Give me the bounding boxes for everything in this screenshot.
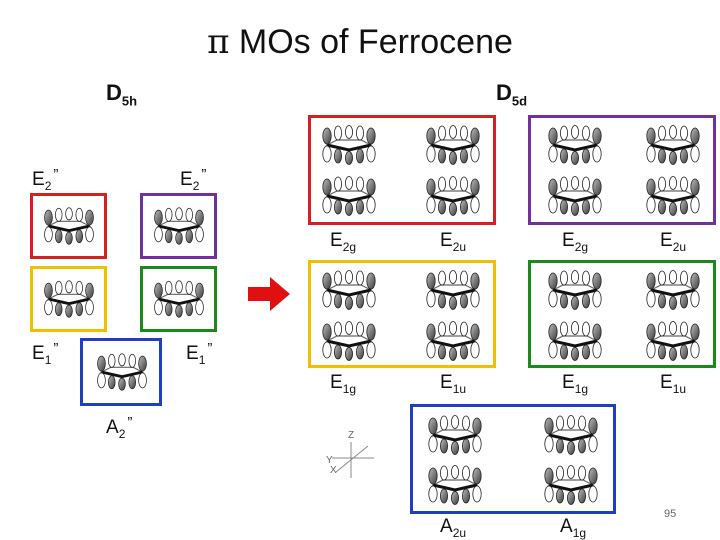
d5h-label: D5h — [106, 80, 138, 109]
label-e2g-1: E2g — [330, 230, 357, 254]
label-e1g-1: E1g — [330, 372, 357, 396]
d5d-label: D5d — [496, 80, 528, 109]
box-e2g — [308, 115, 496, 225]
mo-e1u-c — [643, 268, 703, 312]
coordinate-axes-icon — [332, 442, 374, 478]
mo-e2u-a — [423, 123, 483, 167]
right-arrow-icon — [248, 277, 290, 311]
axis-y-label: Y — [326, 455, 333, 466]
box-a2 — [80, 338, 162, 406]
label-e2-left: E2” — [32, 166, 59, 193]
box-e2-left — [30, 193, 107, 259]
mo-e2g-a — [319, 123, 379, 167]
label-e2u-1: E2u — [440, 230, 467, 254]
box-e1-left — [30, 266, 107, 332]
mo-e1-left — [41, 278, 97, 320]
mo-e1g-d — [545, 319, 605, 363]
mo-e2g-d — [545, 174, 605, 218]
label-e1-right: E1” — [186, 340, 213, 367]
page-title: π MOs of Ferrocene — [0, 22, 720, 62]
mo-e1u-b — [423, 319, 483, 363]
box-e2-right — [140, 193, 217, 259]
label-e1u-1: E1u — [440, 372, 467, 396]
mo-a2u-b — [425, 463, 485, 507]
axis-z-label: Z — [348, 430, 355, 441]
page-number: 95 — [664, 508, 677, 520]
pi-symbol: π — [207, 22, 230, 62]
label-e2-right: E2” — [180, 166, 207, 193]
mo-e1g-c — [545, 268, 605, 312]
label-e1u-2: E1u — [660, 372, 687, 396]
label-a2: A2” — [106, 414, 133, 441]
label-e2g-2: E2g — [562, 230, 589, 254]
label-e1-left: E1” — [32, 340, 59, 367]
mo-e1u-d — [643, 319, 703, 363]
box-e1-right — [140, 266, 217, 332]
mo-e1g-a — [319, 268, 379, 312]
mo-e1u-a — [423, 268, 483, 312]
label-a1g: A1g — [560, 516, 587, 540]
mo-e2-left — [41, 205, 97, 247]
mo-e1-right — [151, 278, 207, 320]
axis-x-label: X — [330, 465, 337, 476]
mo-e2u-b — [423, 174, 483, 218]
mo-e2g-b — [319, 174, 379, 218]
mo-a2u-a — [425, 413, 485, 457]
mo-e2u-c — [643, 123, 703, 167]
box-e1-d5d-right — [528, 260, 716, 368]
label-e2u-2: E2u — [660, 230, 687, 254]
mo-a1g-b — [541, 463, 601, 507]
mo-e2g-c — [545, 123, 605, 167]
label-e1g-2: E1g — [562, 372, 589, 396]
box-a2u-a1g — [410, 404, 616, 514]
mo-e2-right — [151, 205, 207, 247]
title-text: MOs of Ferrocene — [238, 23, 513, 61]
box-e2-d5d-right — [528, 115, 716, 225]
label-a2u: A2u — [440, 516, 467, 540]
box-e1g — [308, 260, 496, 368]
mo-e2u-d — [643, 174, 703, 218]
mo-a2 — [94, 351, 150, 393]
mo-e1g-b — [319, 319, 379, 363]
mo-a1g-a — [541, 413, 601, 457]
